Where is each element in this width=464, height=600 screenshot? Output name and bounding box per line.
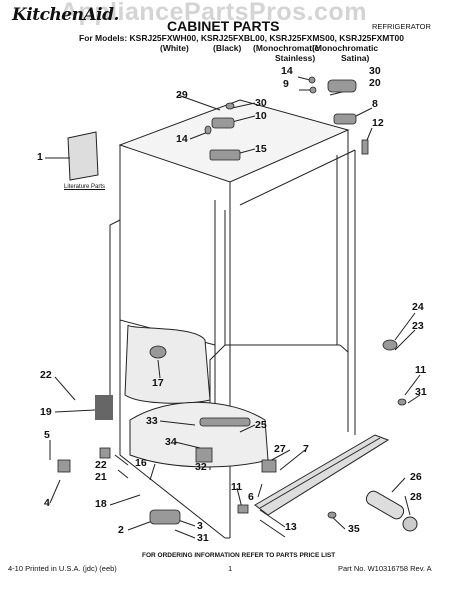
callout-17: 17 bbox=[152, 377, 164, 389]
callout-23: 23 bbox=[412, 320, 424, 332]
part-number: Part No. W10316758 Rev. A bbox=[338, 564, 432, 573]
callout-31-right: 31 bbox=[415, 386, 427, 398]
callout-35: 35 bbox=[348, 523, 360, 535]
callout-25: 25 bbox=[255, 419, 267, 431]
brand-logo: KitchenAid. bbox=[12, 5, 119, 25]
callout-2: 2 bbox=[118, 524, 124, 536]
callout-19: 19 bbox=[40, 406, 52, 418]
callout-4: 4 bbox=[44, 497, 50, 509]
callout-21: 21 bbox=[95, 471, 107, 483]
callout-29: 29 bbox=[176, 89, 188, 101]
page-title: CABINET PARTS bbox=[167, 18, 280, 34]
callout-22-lower: 22 bbox=[95, 459, 107, 471]
callout-20: 20 bbox=[369, 77, 381, 89]
callout-16: 16 bbox=[135, 457, 147, 469]
callout-31-lower: 31 bbox=[197, 532, 209, 544]
ordering-notice: FOR ORDERING INFORMATION REFER TO PARTS … bbox=[142, 552, 336, 559]
callout-33: 33 bbox=[146, 415, 158, 427]
callout-24: 24 bbox=[412, 301, 424, 313]
callout-5: 5 bbox=[44, 429, 50, 441]
callout-6: 6 bbox=[248, 491, 254, 503]
callout-11-right: 11 bbox=[415, 364, 427, 376]
variant-stainless-2: Stainless) bbox=[275, 53, 316, 63]
variant-stainless: (Monochromatic bbox=[253, 43, 320, 53]
callout-27: 27 bbox=[274, 443, 286, 455]
watermark: AppliancePartsPros.com bbox=[60, 0, 367, 26]
category-label: REFRIGERATOR bbox=[372, 22, 431, 31]
print-info: 4-10 Printed in U.S.A. (jdc) (eeb) bbox=[8, 564, 117, 573]
callout-34: 34 bbox=[165, 436, 177, 448]
callout-1: 1 bbox=[37, 151, 43, 163]
callout-7: 7 bbox=[303, 443, 309, 455]
models-line: For Models: KSRJ25FXWH00, KSRJ25FXBL00, … bbox=[79, 33, 404, 43]
callout-10: 10 bbox=[255, 110, 267, 122]
callout-22: 22 bbox=[40, 369, 52, 381]
variant-white: (White) bbox=[160, 43, 189, 53]
callout-28: 28 bbox=[410, 491, 422, 503]
callout-15: 15 bbox=[255, 143, 267, 155]
page-number: 1 bbox=[228, 564, 233, 573]
literature-parts-label: Literature Parts bbox=[64, 184, 106, 190]
callout-13: 13 bbox=[285, 521, 297, 533]
callout-3: 3 bbox=[197, 520, 203, 532]
callout-8: 8 bbox=[372, 98, 378, 110]
callout-18: 18 bbox=[95, 498, 107, 510]
callout-32: 32 bbox=[195, 461, 207, 473]
variant-satina-2: Satina) bbox=[341, 53, 370, 63]
callout-12: 12 bbox=[372, 117, 384, 129]
callout-26: 26 bbox=[410, 471, 422, 483]
callout-14-top: 14 bbox=[281, 65, 293, 77]
callout-14: 14 bbox=[176, 133, 188, 145]
callout-30-top: 30 bbox=[369, 65, 381, 77]
callout-9: 9 bbox=[283, 78, 289, 90]
callout-30: 30 bbox=[255, 97, 267, 109]
variant-satina: (Monochromatic bbox=[312, 43, 379, 53]
variant-black: (Black) bbox=[213, 43, 242, 53]
callout-11-lower: 11 bbox=[231, 481, 243, 493]
